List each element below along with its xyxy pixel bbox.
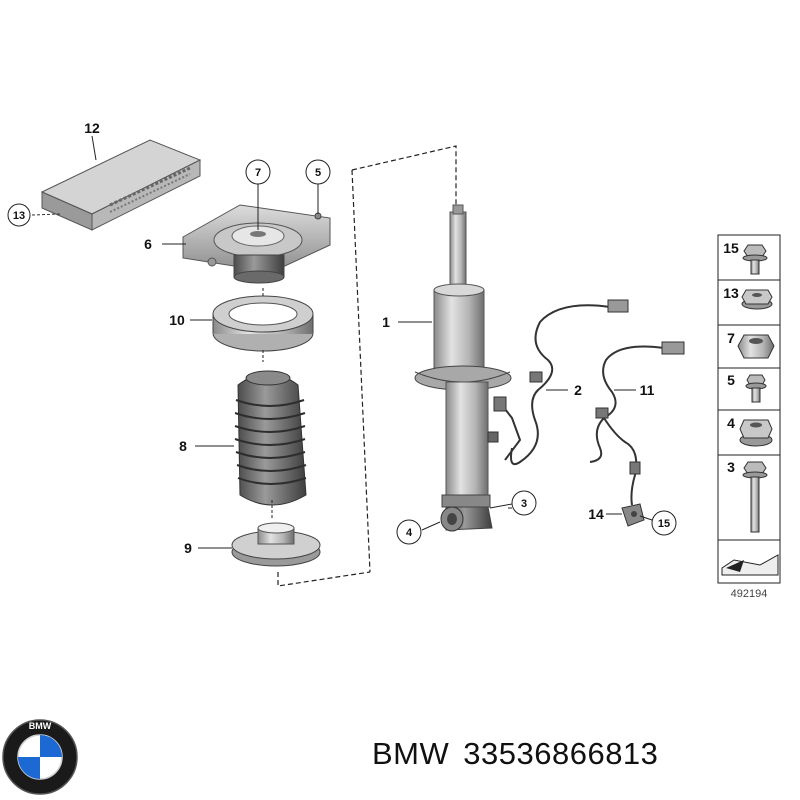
- legend-label-5: 3: [727, 459, 735, 475]
- callout-10: 10: [169, 312, 185, 328]
- product-caption: BMW 33536866813: [372, 736, 672, 772]
- long-bolt-icon: [742, 461, 768, 533]
- sensor-cable-part-11: [589, 341, 685, 506]
- callout-5-circle: [305, 159, 331, 185]
- callout-2: 2: [574, 382, 582, 398]
- sensor-cable-part-2: [510, 299, 629, 466]
- callout-12: 12: [84, 120, 100, 136]
- callout-3-circle: [511, 490, 537, 516]
- control-unit-part-12: [31, 139, 202, 231]
- legend-label-0: 15: [723, 240, 739, 256]
- diagram-id: 492194: [731, 588, 768, 600]
- callout-13-circle: [7, 203, 31, 227]
- legend-label-3: 5: [727, 372, 735, 388]
- callout-15-circle: [651, 510, 677, 536]
- callout-15: 15: [658, 518, 670, 530]
- hex-flange-bolt-icon: [742, 244, 768, 275]
- callout-6: 6: [144, 236, 152, 252]
- callout-13: 13: [13, 210, 25, 222]
- reference-arrow-icon: [721, 554, 779, 576]
- top-mount-part-6: [182, 204, 331, 284]
- short-bolt-icon: [745, 374, 767, 403]
- callout-14: 14: [588, 506, 604, 522]
- bmw-logo: BMW: [2, 719, 78, 795]
- bmw-logo-letters: BMW: [29, 721, 52, 731]
- callout-5: 5: [315, 167, 321, 179]
- callout-7-circle: [245, 159, 271, 185]
- callout-3: 3: [521, 498, 527, 510]
- callout-4-circle: [396, 519, 422, 545]
- spring-pad-part-9: [231, 522, 321, 567]
- hex-nut-icon: [737, 334, 775, 359]
- legend-label-4: 4: [727, 415, 735, 431]
- brand-name: BMW: [372, 736, 450, 771]
- sensor-bracket-part-14: [621, 503, 645, 527]
- legend-label-1: 13: [723, 285, 739, 301]
- part-number: 33536866813: [463, 736, 659, 771]
- callout-11: 11: [640, 382, 655, 398]
- hex-flange-nut-icon: [741, 289, 773, 310]
- callout-4: 4: [406, 527, 413, 539]
- callout-7: 7: [255, 167, 261, 179]
- bearing-ring-part-10: [212, 295, 314, 352]
- shock-absorber-part-1: [414, 204, 522, 532]
- dust-boot-part-8: [234, 370, 307, 506]
- callout-1: 1: [382, 314, 390, 330]
- callout-9: 9: [184, 540, 192, 556]
- flange-nut-icon: [739, 419, 773, 447]
- legend-label-2: 7: [727, 330, 735, 346]
- assembly-bracket-line: [277, 145, 457, 587]
- callout-8: 8: [179, 438, 187, 454]
